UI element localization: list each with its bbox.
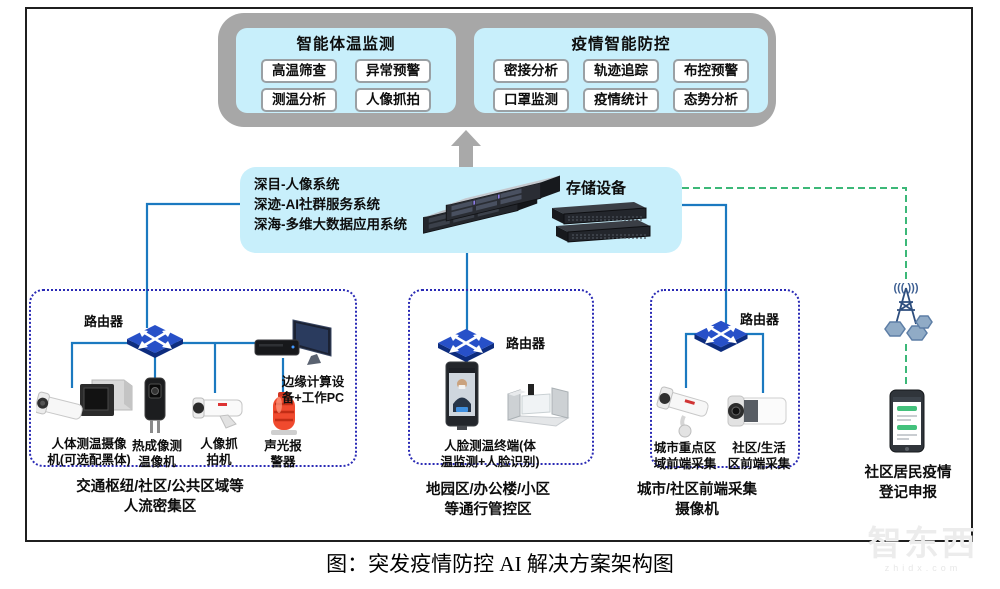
up-arrow-icon: [459, 144, 473, 167]
sound-light-alarm-icon: [266, 390, 302, 438]
zone1-router-label: 路由器: [84, 314, 124, 329]
watermark: 智东西 zhidx.com: [856, 527, 990, 573]
zone2-router-label: 路由器: [506, 336, 546, 351]
turnstile-gate-icon: [506, 378, 572, 428]
watermark-domain: zhidx.com: [884, 563, 962, 573]
zone1-caption: 交通枢纽/社区/公共区域等 人流密集区: [76, 479, 244, 515]
zone3-router-label: 路由器: [740, 312, 780, 327]
face-capture-camera-icon: [190, 390, 250, 432]
device-label: 边缘计算设 备+工作PC: [281, 375, 345, 406]
figure-caption: 图：突发疫情防控 AI 解决方案架构图: [326, 552, 674, 576]
face-temp-terminal-icon: [442, 360, 482, 432]
city-area-camera-icon: [654, 382, 718, 438]
community-area-camera-icon: [726, 392, 788, 432]
device-label: 热成像测 温像机: [131, 439, 182, 470]
feature-chip: 口罩监测: [493, 88, 569, 112]
device-label: 人体测温摄像 机(可选配黑体): [47, 437, 131, 468]
feature-chip: 高温筛查: [261, 59, 337, 83]
temp-monitoring-panel: 智能体温监测 高温筛查 异常预警 测温分析 人像抓拍: [236, 28, 456, 113]
router-icon: [438, 324, 494, 362]
storage-devices-icon: [548, 198, 652, 244]
feature-chip: 态势分析: [673, 88, 749, 112]
epidemic-panel-title: 疫情智能防控: [571, 36, 671, 53]
temp-panel-title: 智能体温监测: [296, 36, 396, 53]
smartphone-icon: [888, 388, 926, 454]
server-rack-icon: [420, 172, 560, 242]
device-label: 人像抓 拍机: [200, 437, 238, 468]
device-label: 城市重点区 域前端采集: [653, 441, 717, 472]
feature-chip: 布控预警: [673, 59, 749, 83]
mobile-report-caption: 社区居民疫情 登记申报: [864, 465, 952, 501]
feature-chip: 密接分析: [493, 59, 569, 83]
feature-chip: 人像抓拍: [355, 88, 431, 112]
device-label: 人脸测温终端(体 温监测+人脸识别): [440, 439, 540, 470]
thermal-imaging-camera-icon: [138, 376, 172, 436]
watermark-brand: 智东西: [867, 525, 979, 563]
cell-tower-icon: ((( ))): [876, 280, 936, 346]
device-label: 声光报 警器: [264, 439, 302, 470]
platform-systems-list: 深目-人像系统 深迹-AI社群服务系统 深海-多维大数据应用系统: [254, 177, 407, 232]
up-arrow-icon: [451, 130, 481, 146]
feature-chip: 轨迹追踪: [583, 59, 659, 83]
zone2-access-control-box: [408, 289, 594, 465]
zone3-caption: 城市/社区前端采集 摄像机: [636, 482, 758, 518]
router-icon: [127, 320, 183, 358]
epidemic-control-panel: 疫情智能防控 密接分析 轨迹追踪 布控预警 口罩监测 疫情统计 态势分析: [474, 28, 768, 113]
feature-chip: 异常预警: [355, 59, 431, 83]
edge-computing-pc-icon: [253, 316, 335, 368]
feature-chip: 测温分析: [261, 88, 337, 112]
storage-label: 存储设备: [566, 180, 627, 197]
device-label: 社区/生活 区前端采集: [727, 441, 791, 472]
zone2-caption: 地园区/办公楼/小区 等通行管控区: [425, 482, 551, 518]
feature-chip: 疫情统计: [583, 88, 659, 112]
body-temp-camera-icon: [36, 374, 136, 436]
outer-frame: [25, 7, 973, 542]
